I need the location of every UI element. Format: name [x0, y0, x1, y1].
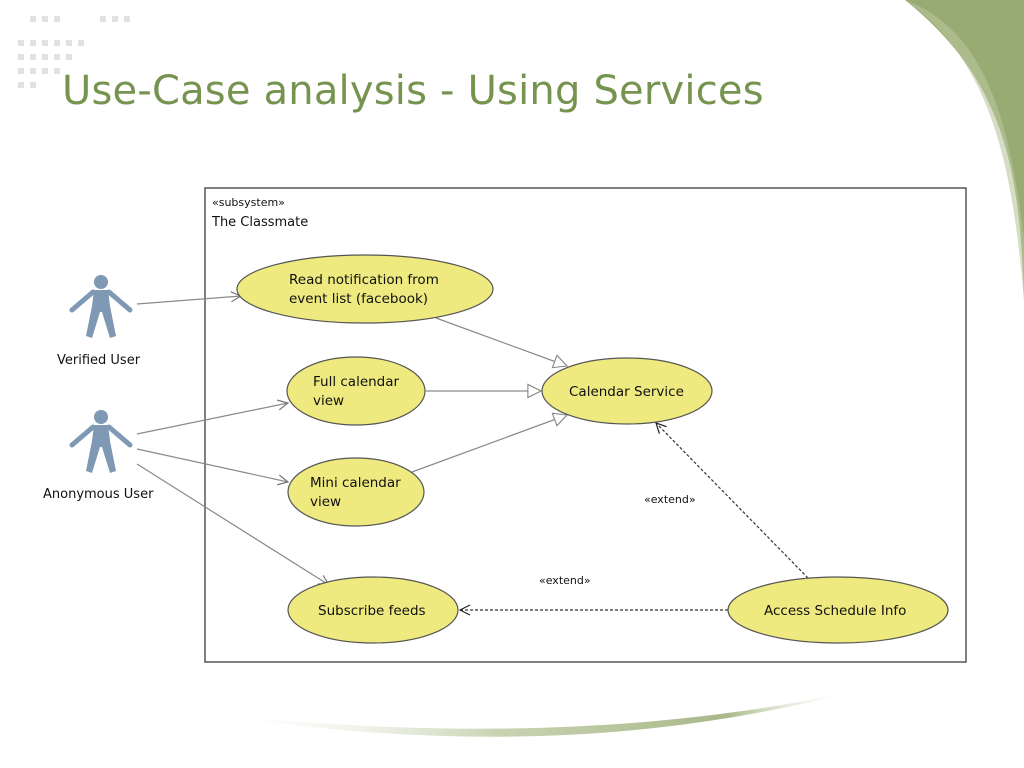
- actor-verified-user-icon: [69, 275, 133, 338]
- use-case-label: Subscribe feeds: [318, 603, 426, 619]
- use-case-label: Calendar Service: [569, 384, 684, 400]
- use-case-label: view: [313, 393, 344, 409]
- use-case-label: Full calendar: [313, 374, 400, 390]
- actor-anonymous-user-icon: [69, 410, 133, 473]
- use-case-full-calendar-view: Full calendar view: [286, 356, 426, 426]
- use-case-subscribe-feeds: Subscribe feeds: [287, 576, 459, 644]
- associations: [136, 296, 329, 585]
- extend-label-calendar: «extend»: [644, 493, 696, 506]
- use-case-label: event list (facebook): [289, 291, 428, 307]
- use-case-label: Mini calendar: [310, 475, 401, 491]
- corner-panel-highlight: [905, 0, 1024, 300]
- association-anon-subscribe: [136, 463, 329, 585]
- actor-label-anonymous-user: Anonymous User: [43, 487, 154, 502]
- use-case-read-notification: Read notification from event list (faceb…: [236, 254, 494, 324]
- use-case-access-schedule-info: Access Schedule Info: [727, 576, 949, 644]
- association-anon-mini: [136, 448, 288, 482]
- use-case-label: Read notification from: [289, 272, 439, 288]
- corner-panel: [905, 0, 1024, 768]
- use-case-mini-calendar-view: Mini calendar view: [287, 457, 425, 527]
- bottom-swoosh: [200, 690, 860, 737]
- slide-title: Use-Case analysis - Using Services: [62, 68, 764, 114]
- use-case-label: view: [310, 494, 341, 510]
- extend-label-subscribe: «extend»: [539, 574, 591, 587]
- extends: [460, 423, 809, 610]
- use-case-label: Access Schedule Info: [764, 603, 906, 619]
- dot-pattern: [18, 16, 130, 88]
- actor-label-verified-user: Verified User: [57, 353, 141, 368]
- association-verified-read: [136, 296, 241, 305]
- subsystem-stereotype: «subsystem»: [212, 196, 285, 209]
- generalizations: [411, 317, 567, 473]
- use-case-calendar-service: Calendar Service: [541, 357, 713, 425]
- association-anon-full: [136, 403, 288, 435]
- generalization-mini-calendar: [411, 415, 567, 473]
- generalization-read-calendar: [435, 317, 567, 366]
- extend-access-calendar: [656, 423, 809, 579]
- subsystem-name: The Classmate: [211, 215, 308, 230]
